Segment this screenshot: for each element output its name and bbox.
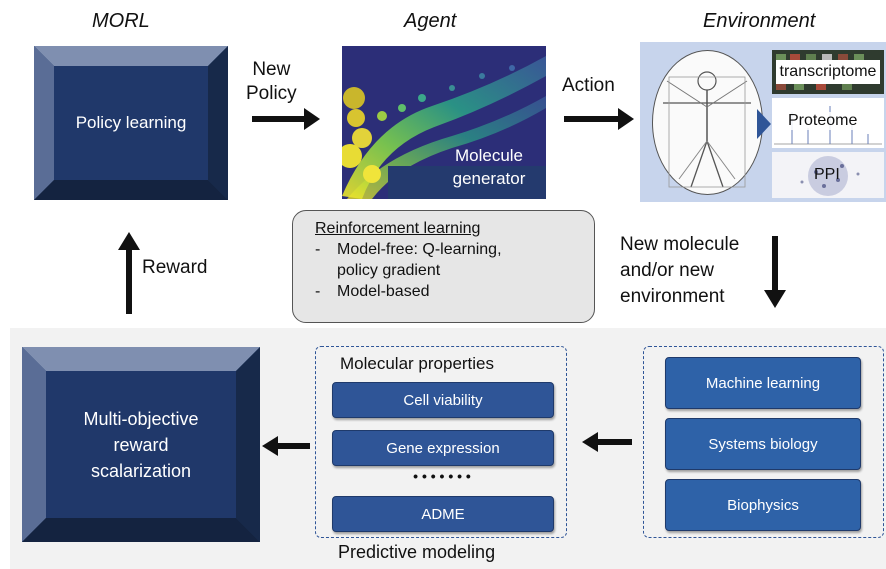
new-policy-line1: New [252, 59, 291, 80]
transcriptome-image: transcriptome [772, 50, 884, 94]
molecular-properties-box [315, 346, 567, 538]
reward-scalarization-label: Multi-objective reward scalarization [46, 371, 236, 518]
network-graphic [800, 156, 860, 196]
reinforcement-learning-title: Reinforcement learning [315, 220, 481, 237]
molecule-generator-label: Molecule generator [434, 144, 544, 190]
new-molecule-line2: and/or new [620, 260, 715, 281]
reinforcement-learning-box: Reinforcement learning - Model-free: Q-l… [292, 210, 595, 323]
transcriptome-label: transcriptome [776, 60, 880, 84]
reward-arrow [118, 232, 140, 314]
new-molecule-line3: environment [620, 286, 725, 307]
rl-item-line1: Model-free: Q-learning, [337, 241, 502, 258]
rl-item-line1: Model-based [337, 283, 430, 300]
policy-learning-box: Policy learning [34, 46, 228, 200]
rl-item-line2: policy gradient [337, 262, 441, 279]
method-biophysics: Biophysics [665, 479, 861, 531]
reward-line2: reward [113, 434, 169, 455]
ppi-image: PPI [772, 152, 884, 198]
molecule-generator-image: Molecule generator [342, 46, 546, 199]
vitruvian-man-illustration [652, 50, 763, 195]
rl-item-dash: - [315, 283, 321, 300]
header-morl: MORL [92, 10, 150, 32]
new-policy-line2: Policy [246, 83, 297, 104]
properties-ellipsis: • • • • • • • [413, 468, 471, 484]
molecule-generator-line1: Molecule [454, 146, 524, 165]
new-policy-label: New Policy [246, 58, 297, 106]
vitruvian-figure-icon [663, 71, 751, 188]
methods-to-properties-arrow [582, 432, 632, 452]
property-cell-viability: Cell viability [332, 382, 554, 418]
molecule-generator-line2: generator [452, 169, 526, 188]
property-adme: ADME [332, 496, 554, 532]
policy-learning-label: Policy learning [75, 113, 187, 132]
reward-line3: scalarization [90, 460, 192, 481]
molecular-properties-title: Molecular properties [340, 354, 495, 373]
new-molecule-label: New molecule and/or new environment [620, 232, 739, 310]
rl-item-text: Model-free: Q-learning, policy gradient [337, 239, 502, 281]
new-policy-arrow [252, 108, 320, 130]
action-arrow [564, 108, 634, 130]
reward-box-bevel [22, 347, 260, 542]
proteome-image: Proteome [772, 98, 884, 148]
method-machine-learning: Machine learning [665, 357, 861, 409]
reward-line1: Multi-objective [83, 408, 199, 429]
proteome-label: Proteome [786, 112, 860, 130]
property-gene-expression: Gene expression [332, 430, 554, 466]
reward-label: Reward [142, 257, 208, 278]
molecule-scatter-graphic [342, 46, 546, 199]
method-systems-biology: Systems biology [665, 418, 861, 470]
environment-chevron-icon [757, 109, 771, 139]
reward-scalarization-box: Multi-objective reward scalarization [22, 347, 260, 542]
action-label: Action [562, 75, 615, 96]
rl-item-model-free: - Model-free: Q-learning, policy gradien… [315, 239, 584, 281]
properties-to-reward-arrow [262, 436, 310, 456]
rl-item-model-based: - Model-based [315, 281, 584, 302]
new-molecule-arrow [764, 236, 786, 308]
header-agent: Agent [404, 10, 457, 32]
modeling-methods-box [643, 346, 884, 538]
header-environment: Environment [703, 10, 816, 32]
new-molecule-line1: New molecule [620, 234, 740, 255]
predictive-modeling-label: Predictive modeling [338, 542, 496, 562]
rl-item-dash: - [315, 241, 321, 258]
policy-box-bevel [34, 46, 228, 200]
ppi-label: PPI [814, 166, 840, 183]
